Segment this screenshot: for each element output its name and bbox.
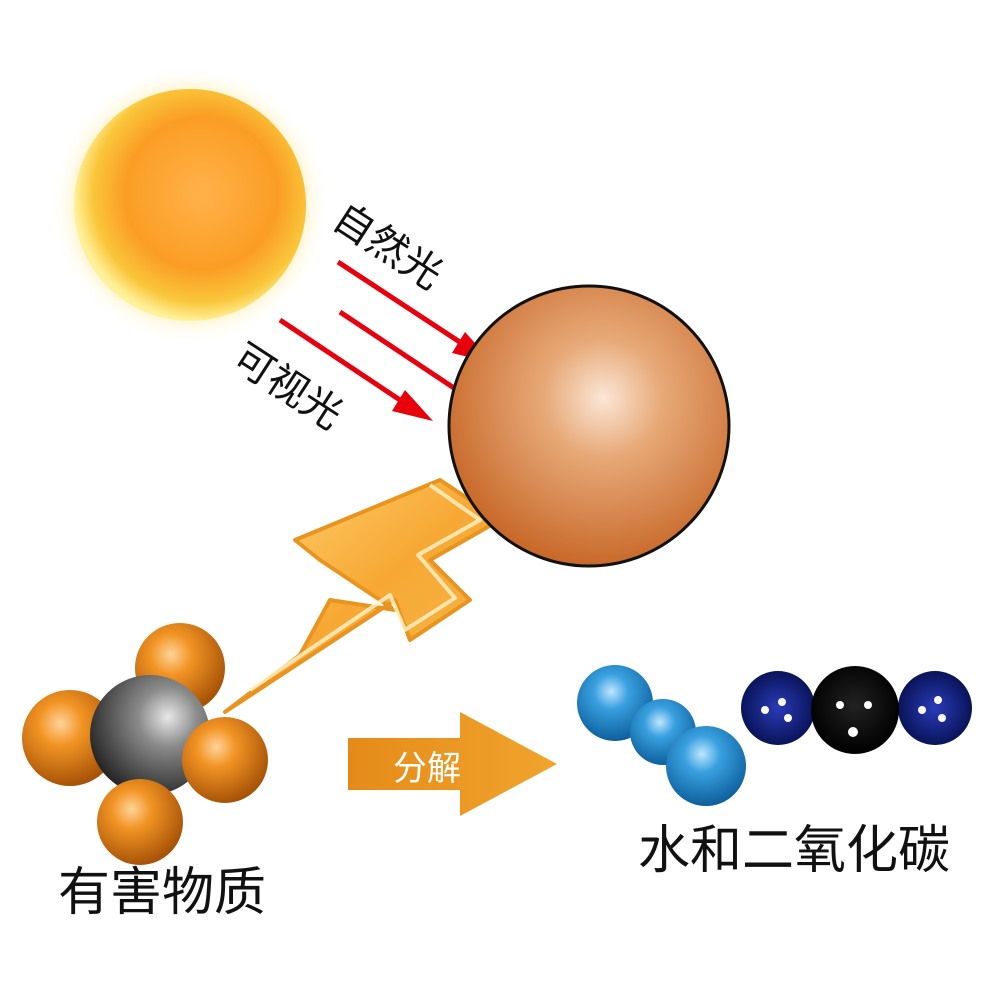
light-ray xyxy=(278,317,433,421)
decompose-arrow: 分解 xyxy=(348,712,557,816)
lightning-bolt-icon xyxy=(223,478,502,714)
co2-molecule-icon xyxy=(741,666,972,754)
harmful-substance-label: 有害物质 xyxy=(58,863,266,923)
water-molecule-icon xyxy=(577,665,746,806)
pollutant-molecule-icon xyxy=(22,623,268,865)
natural-light-label: 自然光 xyxy=(325,195,451,299)
water-co2-label: 水和二氧化碳 xyxy=(638,821,950,881)
catalyst-sphere-icon xyxy=(447,284,731,568)
sun-icon xyxy=(50,65,330,345)
decompose-label: 分解 xyxy=(393,749,461,789)
visible-light-label: 可视光 xyxy=(225,335,351,439)
